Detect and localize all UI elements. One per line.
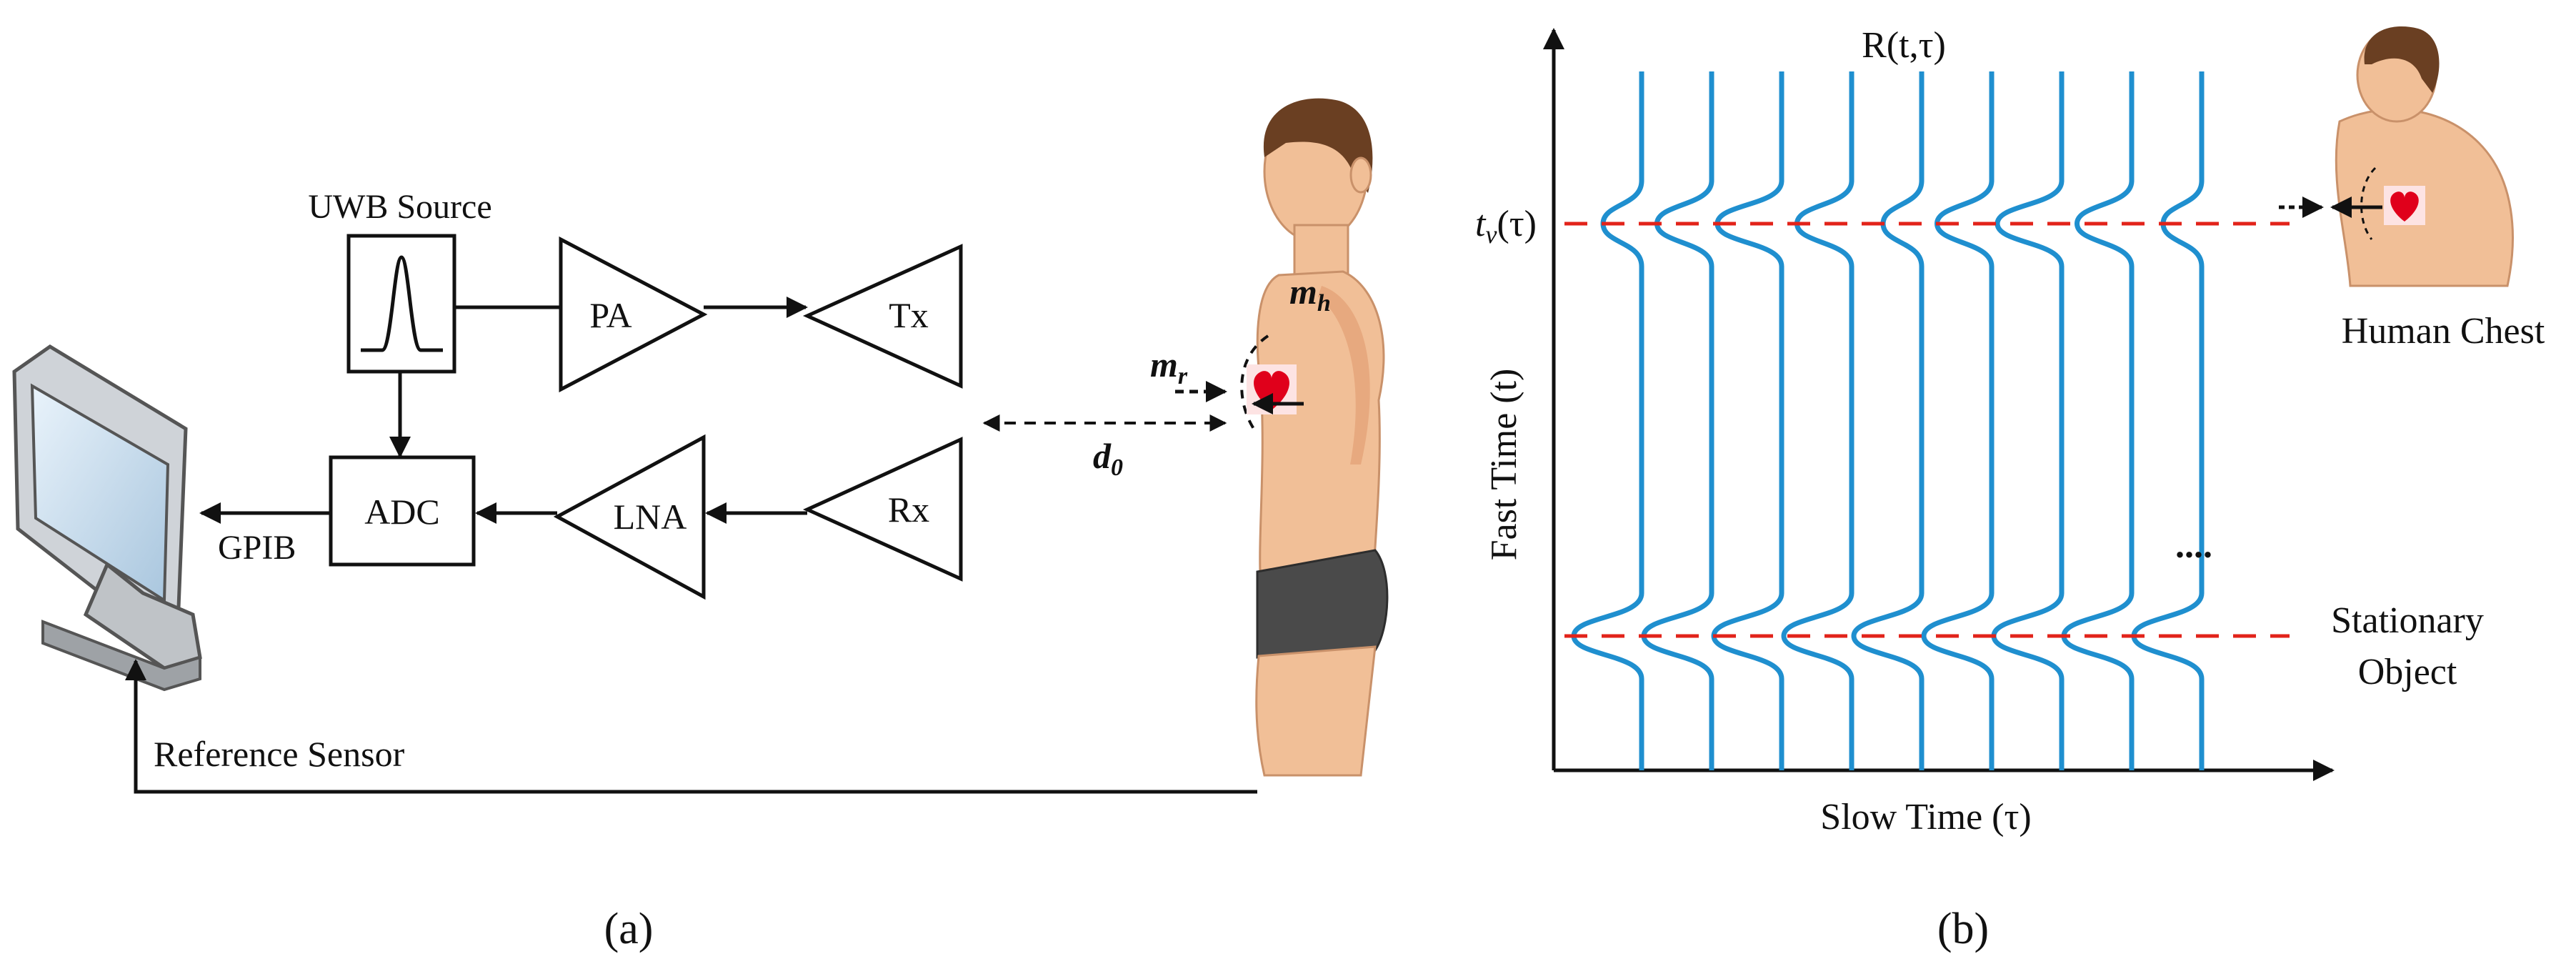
range-profile-trace bbox=[1781, 71, 1854, 770]
mr-label: mr bbox=[1150, 344, 1188, 389]
heart-icon bbox=[2384, 186, 2425, 225]
tx-label: Tx bbox=[889, 295, 929, 335]
d0-label: d0 bbox=[1093, 436, 1123, 481]
human-chest-label: Human Chest bbox=[2342, 311, 2545, 352]
stationary-label-line1: Stationary bbox=[2331, 600, 2484, 641]
panel-a-caption: (a) bbox=[604, 905, 654, 953]
ellipsis-label: .... bbox=[2175, 525, 2212, 566]
monitor-icon bbox=[12, 344, 202, 692]
lna-label: LNA bbox=[614, 497, 687, 537]
uwb-source-label: UWB Source bbox=[308, 188, 491, 226]
gpib-label: GPIB bbox=[218, 529, 296, 567]
rx-label: Rx bbox=[888, 490, 929, 530]
range-profile-trace bbox=[1711, 71, 1784, 770]
tv-label: tv(τ) bbox=[1475, 204, 1537, 249]
range-profile-trace bbox=[1851, 71, 1924, 770]
x-axis-label: Slow Time (τ) bbox=[1820, 797, 2031, 838]
heart-icon bbox=[1247, 364, 1297, 414]
reference-sensor-label: Reference Sensor bbox=[154, 734, 405, 774]
lna-amplifier bbox=[553, 434, 706, 600]
adc-label: ADC bbox=[364, 492, 440, 532]
range-profile-trace bbox=[2061, 71, 2135, 770]
range-profile-trace bbox=[1641, 71, 1714, 770]
reference-sensor-line bbox=[125, 659, 1257, 794]
tx-antenna bbox=[802, 244, 963, 389]
rx-antenna bbox=[802, 437, 963, 582]
range-profile-trace bbox=[1921, 71, 1995, 770]
panel-b-caption: (b) bbox=[1937, 905, 1989, 953]
y-axis-label: Fast Time (t) bbox=[1484, 369, 1524, 561]
pa-amplifier bbox=[559, 236, 708, 393]
pa-label: PA bbox=[589, 295, 631, 335]
range-profile-trace bbox=[1571, 71, 1644, 770]
range-profile-trace bbox=[2131, 71, 2205, 770]
trace-group bbox=[1571, 71, 2205, 770]
chart-title: R(t,τ) bbox=[1862, 25, 1946, 66]
mh-label: mh bbox=[1289, 272, 1331, 317]
panel-a: UWB Source PA Tx ADC LNA Rx GPIB Referen… bbox=[12, 98, 1389, 953]
pulse-icon bbox=[361, 255, 443, 352]
adc-block bbox=[329, 455, 476, 567]
range-profile-trace bbox=[1991, 71, 2065, 770]
panel-b: R(t,τ) Slow Time (τ) Fast Time (t) tv(τ)… bbox=[1475, 25, 2545, 953]
person-figure bbox=[1240, 98, 1389, 777]
chest-figure bbox=[2279, 26, 2514, 287]
stationary-label-line2: Object bbox=[2358, 652, 2457, 692]
